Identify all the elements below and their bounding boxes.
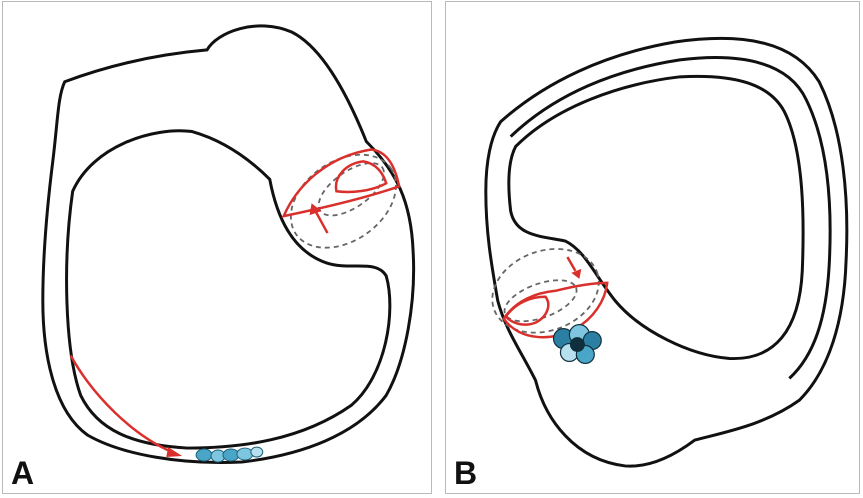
inner-outline — [67, 131, 390, 448]
panel-b: B — [445, 1, 860, 494]
panel-b-diagram — [446, 2, 859, 493]
blue-cells — [553, 325, 601, 364]
red-arrow-head — [571, 269, 581, 279]
dashed-ellipse-outer — [273, 135, 413, 266]
dashed-ellipse-outer — [480, 235, 610, 347]
red-lobe-outer — [504, 283, 607, 337]
red-arrow — [567, 257, 575, 271]
panel-label-a: A — [11, 457, 34, 489]
red-lobe-inner — [336, 161, 386, 192]
panel-label-b: B — [454, 457, 477, 489]
panel-a: A — [2, 1, 432, 494]
outer-outline — [486, 38, 847, 466]
panel-a-diagram — [3, 2, 431, 493]
inner-cavity-outline — [509, 76, 803, 358]
